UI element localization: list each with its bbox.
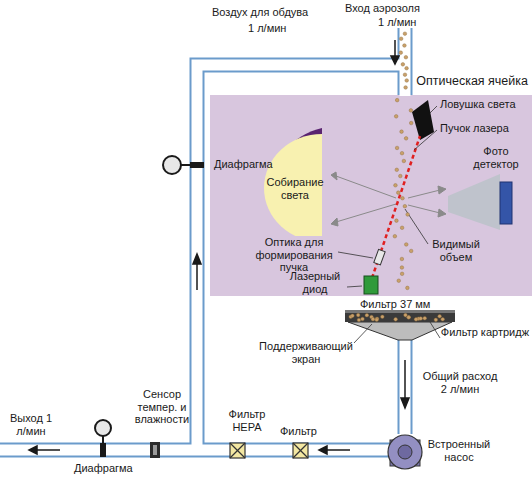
part-label: Оптика для формирования пучка [252, 236, 336, 274]
laser-beam [372, 136, 420, 278]
sensor [150, 442, 160, 458]
part-label: Фильтр 37 мм [360, 298, 430, 311]
particle [400, 226, 404, 230]
particle [404, 243, 408, 247]
part-label: Выход 1 л/мин [4, 412, 58, 437]
part-label: Поддерживающий экран [256, 340, 356, 365]
part-label: 1 л/мин [378, 16, 416, 29]
particle [403, 44, 407, 48]
pipe-outline [0, 28, 405, 450]
particle [403, 32, 407, 36]
particle [409, 121, 413, 125]
particle [351, 314, 355, 318]
diaphragm [163, 156, 204, 174]
particle [419, 317, 423, 321]
particle [395, 146, 399, 150]
particle [441, 318, 445, 322]
part-label: Пучок лазера [440, 122, 509, 135]
particle [404, 86, 408, 90]
part-label: Фильтр картридж [441, 326, 529, 339]
part-label: Диафрагма [74, 462, 133, 475]
particle [405, 66, 409, 70]
particle [394, 183, 398, 187]
particle [400, 272, 404, 276]
part-label: Фото детектор [466, 145, 526, 170]
part-label: Сенсор темпер. и влажности [122, 388, 202, 426]
scatter-arrow [331, 172, 446, 226]
beam-optics [374, 249, 385, 265]
particle [434, 318, 438, 322]
particle [403, 204, 407, 208]
cell-ground [210, 95, 532, 296]
part-label: Вход аэрозоля [345, 2, 420, 15]
leader-line [338, 106, 440, 343]
particle [375, 318, 379, 322]
particle [405, 79, 409, 83]
particle [414, 318, 418, 322]
particle [400, 266, 404, 270]
particle [406, 286, 410, 290]
particle [396, 191, 400, 195]
particle [402, 159, 406, 163]
particle [438, 315, 442, 319]
particle [399, 51, 403, 55]
particle [403, 73, 407, 77]
part-label: Лазерный диод [284, 270, 346, 295]
particle [381, 315, 385, 319]
particle [407, 315, 411, 319]
part-label: Фильтр HEPA [222, 408, 272, 433]
particle [394, 115, 398, 119]
particle [361, 317, 365, 321]
particle [407, 316, 411, 320]
particle [409, 109, 413, 113]
particle [406, 213, 410, 217]
particle [395, 98, 399, 102]
particle [399, 174, 403, 178]
particle [365, 313, 369, 317]
particle [401, 196, 405, 200]
part-label: Общий расход 2 л/мин [420, 370, 500, 395]
particle [401, 63, 405, 67]
particle [404, 137, 408, 141]
particle [400, 257, 404, 261]
particle [394, 318, 398, 322]
particle [375, 317, 379, 321]
particle [400, 151, 404, 155]
diaphragm [88, 420, 118, 457]
light-trap [412, 100, 434, 140]
part-label: Встроенный насос [424, 438, 494, 463]
particle [404, 313, 408, 317]
pipe-bore [0, 26, 405, 450]
part-label: Ловушка света [440, 98, 516, 111]
flow-arrow [29, 40, 409, 454]
particle [423, 316, 427, 320]
particle [404, 55, 408, 59]
particle [397, 279, 401, 283]
filter-box [230, 443, 308, 458]
part-label: Фильтр [280, 425, 317, 438]
particle [409, 249, 413, 253]
photodetector [448, 174, 512, 230]
particle [393, 234, 397, 238]
pump [388, 435, 422, 469]
part-label: Воздух для обдува [212, 6, 308, 19]
particle [395, 219, 399, 223]
cell-heading: Оптическая ячейка [416, 74, 528, 88]
particle [400, 130, 404, 134]
part-label: Собирание света [266, 176, 324, 201]
particle [371, 317, 375, 321]
part-label: 1 л/мин [248, 22, 286, 35]
particle [357, 318, 361, 322]
laser-diode [364, 276, 378, 294]
particle [356, 313, 360, 317]
particle [395, 168, 399, 172]
part-label: Диафрагма [214, 158, 273, 171]
particle [399, 37, 403, 41]
part-label: Видимый объем [430, 238, 482, 263]
